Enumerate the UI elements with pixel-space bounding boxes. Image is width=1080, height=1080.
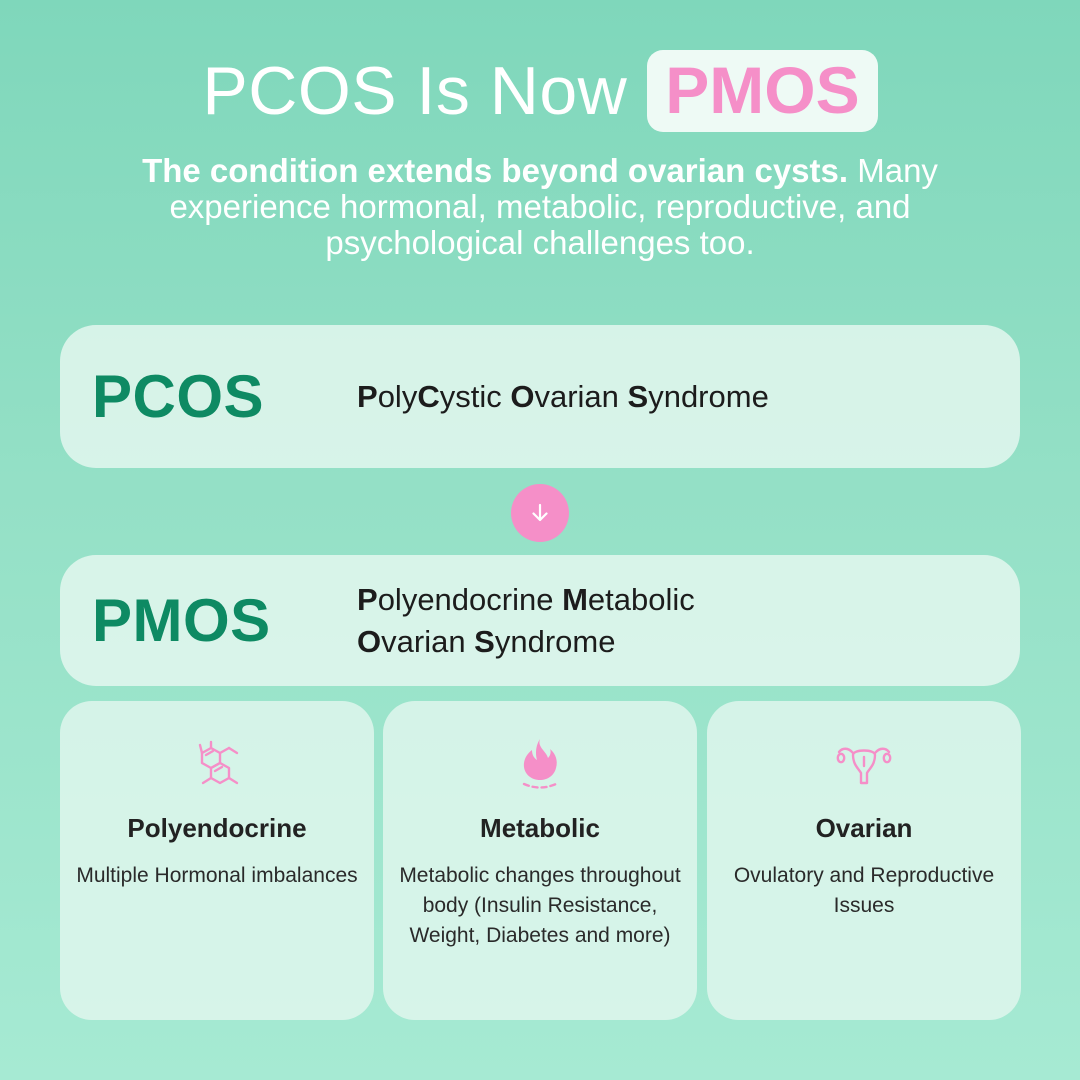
pcos-initial: P (357, 378, 378, 414)
pcos-word-rest: ystic (439, 378, 511, 414)
pmos-expansion-line1: Polyendocrine Metabolic (357, 579, 695, 621)
pcos-initial: S (627, 378, 649, 414)
pmos-initial: O (357, 623, 382, 659)
pcos-initial: O (510, 378, 535, 414)
pcos-card: PCOS PolyCystic Ovarian Syndrome (60, 325, 1020, 468)
pmos-initial: M (562, 581, 588, 617)
headline-badge: PMOS (647, 50, 878, 132)
arrow-down-icon (532, 503, 548, 522)
flame-icon (522, 739, 558, 789)
pcos-word-rest: oly (377, 378, 418, 414)
pmos-initial: S (474, 623, 495, 659)
feature-title: Metabolic (480, 813, 600, 843)
feature-card-metabolic: Metabolic Metabolic changes throughout b… (383, 701, 697, 1020)
feature-title: Ovarian (815, 813, 913, 843)
pmos-word-rest: yndrome (494, 623, 616, 659)
feature-card-ovarian: Ovarian Ovulatory and Reproductive Issue… (707, 701, 1021, 1020)
uterus-icon (836, 747, 892, 785)
pmos-word-rest: etabolic (587, 581, 695, 617)
arrow-down-badge (511, 484, 569, 542)
feature-description: Metabolic changes throughout body (Insul… (399, 864, 681, 947)
subtitle-rest: Many experience hormonal, metabolic, rep… (169, 152, 938, 261)
feature-card-polyendocrine: Polyendocrine Multiple Hormonal imbalanc… (60, 701, 374, 1020)
subtitle: The condition extends beyond ovarian cys… (70, 153, 1010, 261)
feature-description: Multiple Hormonal imbalances (76, 864, 358, 887)
pmos-word-rest: varian (381, 623, 475, 659)
pmos-initial: P (357, 581, 378, 617)
pmos-expansion: Polyendocrine Metabolic Ovarian Syndrome (357, 579, 695, 663)
pcos-acronym: PCOS (92, 363, 265, 430)
subtitle-bold: The condition extends beyond ovarian cys… (142, 152, 849, 189)
headline: PCOS Is Now PMOS (0, 50, 1080, 132)
feature-description: Ovulatory and Reproductive Issues (733, 864, 995, 917)
pcos-word-rest: yndrome (648, 378, 769, 414)
headline-text: PCOS Is Now (202, 53, 628, 129)
pcos-initial: C (417, 378, 440, 414)
feature-title: Polyendocrine (127, 813, 307, 843)
pcos-expansion: PolyCystic Ovarian Syndrome (357, 376, 769, 418)
pmos-card: PMOS Polyendocrine Metabolic Ovarian Syn… (60, 555, 1020, 686)
pcos-word-rest: varian (534, 378, 628, 414)
molecule-icon (198, 740, 239, 785)
pmos-acronym: PMOS (92, 587, 271, 654)
pmos-expansion-line2: Ovarian Syndrome (357, 621, 695, 663)
pmos-word-rest: olyendocrine (377, 581, 563, 617)
